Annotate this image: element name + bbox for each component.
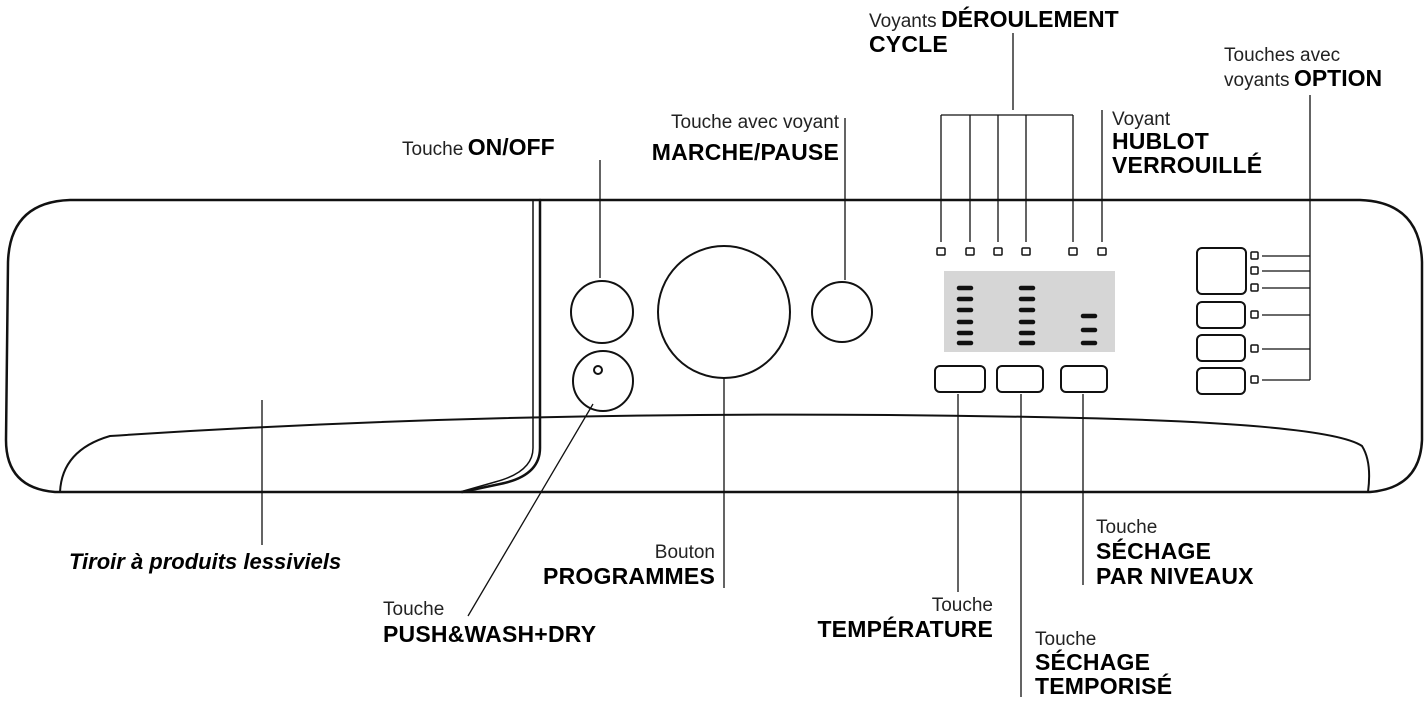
label-option-small2: voyants [1224,70,1290,91]
sechage-niveaux-button[interactable] [1060,365,1108,393]
label-programmes-big: PROGRAMMES [543,563,715,589]
temperature-button[interactable] [934,365,986,393]
label-marche-small: Touche avec voyant [671,112,839,133]
programme-knob[interactable] [657,245,791,379]
label-onoff-small: Touche [402,139,464,160]
label-marche-big: MARCHE/PAUSE [651,139,839,165]
label-onoff: Touche ON/OFF [402,134,555,160]
option-led-3 [1250,283,1259,292]
option-led-4 [1250,310,1259,319]
display-segments [956,285,1098,346]
label-marche-pause: Touche avec voyant MARCHE/PAUSE [652,113,839,164]
label-temporise-small: Touche [1035,629,1097,650]
sechage-temporise-button[interactable] [996,365,1044,393]
door-lock-led [1097,247,1107,256]
option-leader-lines [1262,95,1311,381]
marche-pause-button[interactable] [811,281,873,343]
label-programmes-small: Bouton [654,542,715,563]
label-hublot-big2: VERROUILLÉ [1112,152,1263,178]
panel-lower-lip [59,413,1371,493]
label-hublot: Voyant HUBLOT VERROUILLÉ [1112,110,1262,177]
option-led-6 [1250,375,1259,384]
label-option: Touches avec voyants OPTION [1224,46,1382,90]
label-temperature-big: TEMPÉRATURE [817,616,993,642]
drawer-outline-inner [459,199,534,493]
label-push-wash: Touche PUSH&WASH+DRY [383,600,596,646]
label-push-small: Touche [383,599,445,620]
label-deroulement-big: DÉROULEMENT [941,6,1119,32]
option-led-2 [1250,266,1259,275]
drawer-outline [460,198,542,494]
label-niveaux-small: Touche [1096,517,1158,538]
cycle-leader-lines [940,33,1074,242]
label-sechage-niveaux: Touche SÉCHAGE PAR NIVEAUX [1096,518,1254,588]
label-hublot-small: Voyant [1112,109,1171,130]
panel-outline [4,198,1424,494]
cycle-led-3 [993,247,1003,256]
label-option-big: OPTION [1293,65,1383,91]
option-button-3[interactable] [1196,334,1246,362]
label-niveaux-big1: SÉCHAGE [1096,538,1212,564]
label-onoff-big: ON/OFF [467,134,555,160]
label-temporise-big2: TEMPORISÉ [1035,673,1173,699]
label-hublot-big1: HUBLOT [1112,128,1210,154]
cycle-led-2 [965,247,975,256]
label-deroulement-small: Voyants [869,11,937,32]
option-led-5 [1250,344,1259,353]
cycle-led-1 [936,247,946,256]
label-niveaux-big2: PAR NIVEAUX [1096,563,1254,589]
label-tiroir: Tiroir à produits lessiviels [69,551,341,573]
cycle-led-4 [1021,247,1031,256]
label-tiroir-text: Tiroir à produits lessiviels [69,549,342,574]
label-temperature: Touche TEMPÉRATURE [817,596,993,641]
cycle-led-5 [1068,247,1078,256]
label-programmes: Bouton PROGRAMMES [543,543,715,588]
label-deroulement-cycle: Voyants DÉROULEMENT CYCLE [869,8,1119,56]
push-wash-dry-button[interactable] [572,350,634,412]
option-button-1[interactable] [1196,247,1247,295]
on-off-button[interactable] [570,280,634,344]
push-leader [467,403,594,617]
option-button-4[interactable] [1196,367,1246,395]
label-temperature-small: Touche [931,595,993,616]
label-sechage-temporise: Touche SÉCHAGE TEMPORISÉ [1035,630,1172,698]
label-temporise-big1: SÉCHAGE [1035,649,1151,675]
label-cycle-big: CYCLE [869,31,948,57]
label-push-big: PUSH&WASH+DRY [383,621,597,647]
push-wash-dot [593,365,603,375]
label-option-small1: Touches avec [1224,45,1341,66]
option-led-1 [1250,251,1259,260]
option-button-2[interactable] [1196,301,1246,329]
